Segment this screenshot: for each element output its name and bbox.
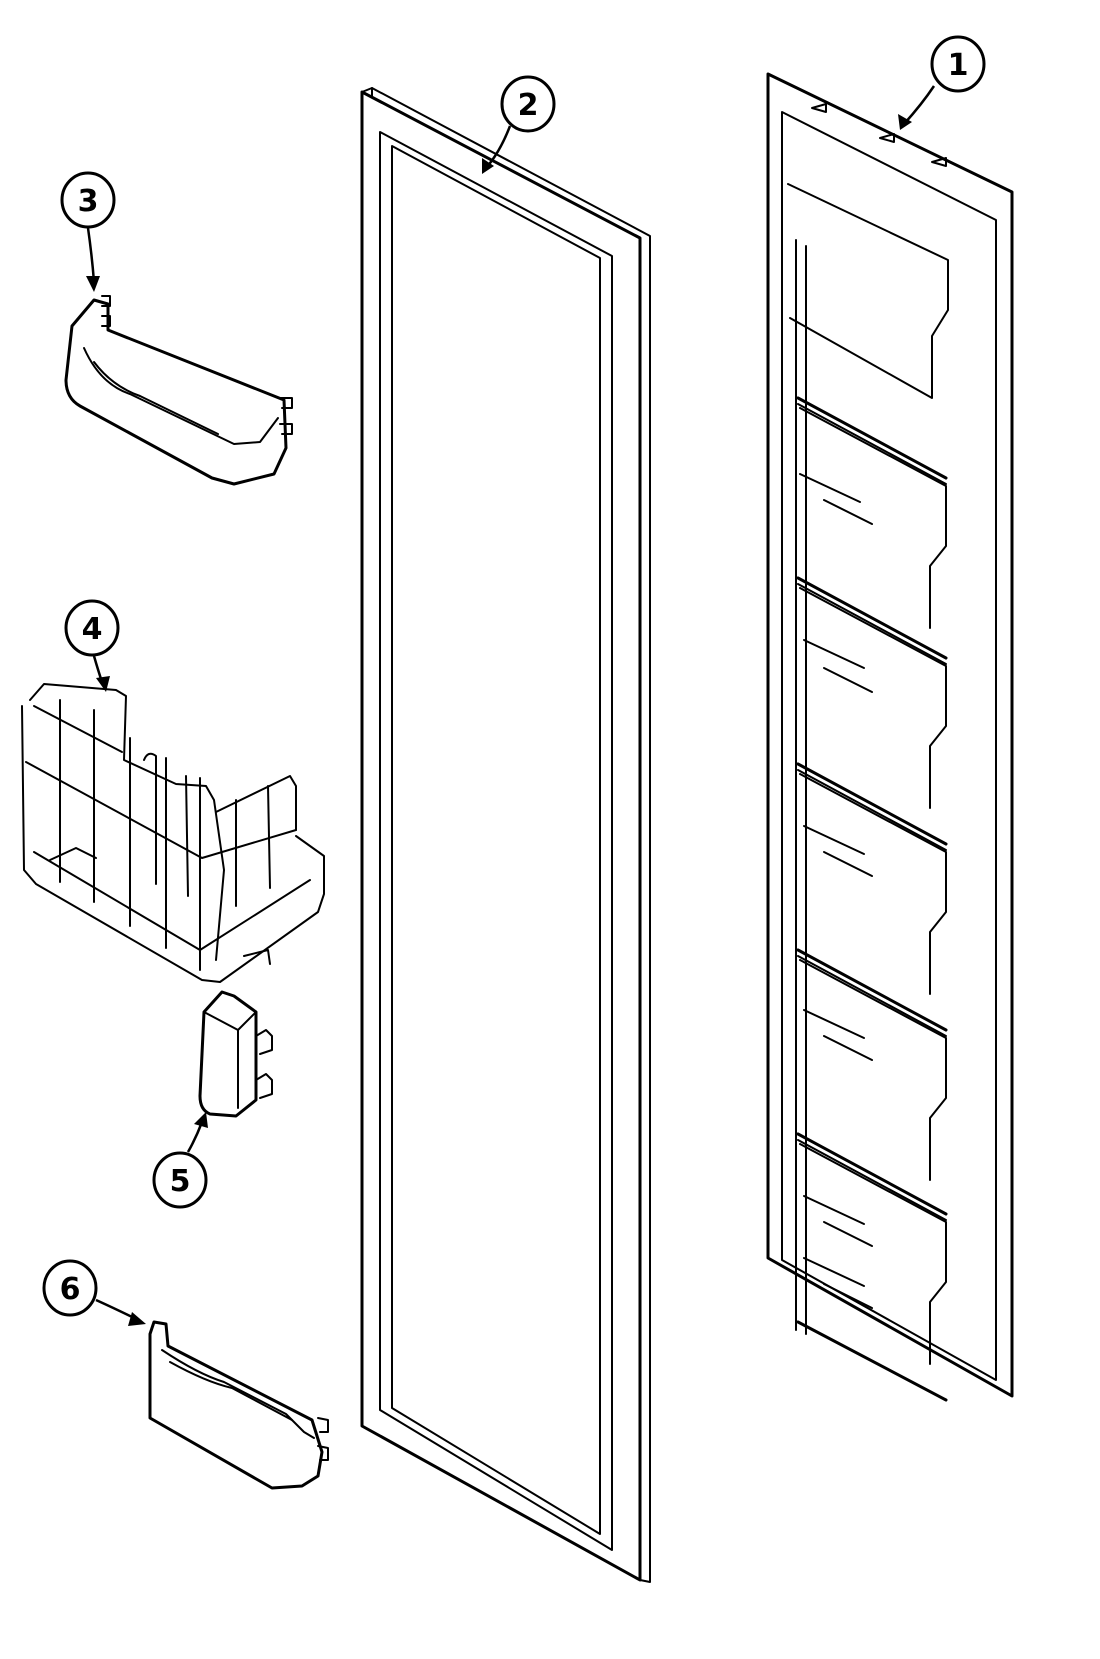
callout-2-label: 2 xyxy=(518,88,539,123)
part-door-liner xyxy=(766,72,1014,1402)
callout-2: 2 xyxy=(482,75,556,174)
part-door-gasket xyxy=(360,87,651,1583)
callout-6: 6 xyxy=(42,1259,146,1326)
callout-4-label: 4 xyxy=(82,612,103,647)
callout-1-label: 1 xyxy=(948,48,969,83)
callout-4: 4 xyxy=(64,599,120,692)
part-wire-basket xyxy=(21,683,325,983)
liner-shelves xyxy=(787,183,949,1402)
callout-6-label: 6 xyxy=(60,1272,81,1307)
callout-5-label: 5 xyxy=(170,1164,191,1199)
part-door-bin-lower xyxy=(148,1320,329,1490)
callout-1: 1 xyxy=(898,35,986,130)
callout-5: 5 xyxy=(152,1112,208,1209)
part-small-bin xyxy=(198,990,273,1118)
callout-3: 3 xyxy=(60,171,116,292)
callout-3-label: 3 xyxy=(78,184,99,219)
part-door-bin-upper xyxy=(64,295,293,486)
